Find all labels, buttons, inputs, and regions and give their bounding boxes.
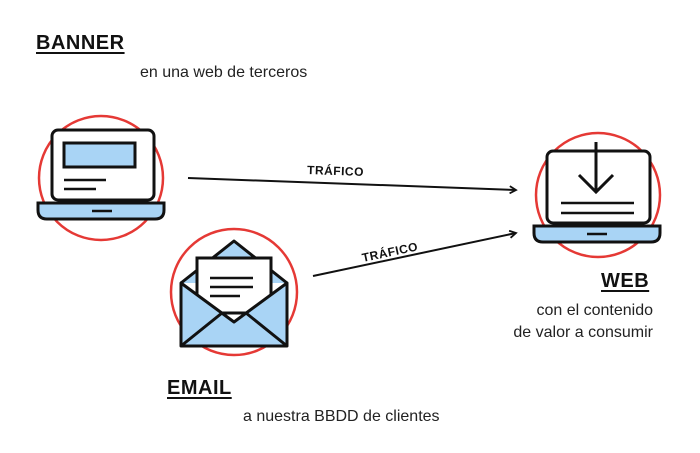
banner-title: BANNER	[36, 32, 125, 54]
email-subtitle: a nuestra BBDD de clientes	[243, 408, 440, 425]
traffic-label-top: TRÁFICO	[307, 162, 364, 179]
web-subtitle-line2: de valor a consumir	[513, 324, 653, 341]
web-title: WEB	[601, 270, 650, 292]
banner-subtitle: en una web de terceros	[140, 64, 308, 81]
laptop-banner-icon	[36, 114, 166, 242]
traffic-arrow-banner	[187, 177, 516, 190]
web-subtitle-line1: con el contenido	[536, 302, 653, 319]
web-subtitle: con el contenido de valor a consumir	[513, 300, 653, 344]
email-title: EMAIL	[167, 377, 232, 399]
open-envelope-icon	[169, 227, 299, 357]
traffic-arrow-email	[312, 233, 516, 277]
laptop-download-icon	[532, 131, 662, 259]
traffic-label-bottom: TRÁFICO	[361, 238, 420, 264]
